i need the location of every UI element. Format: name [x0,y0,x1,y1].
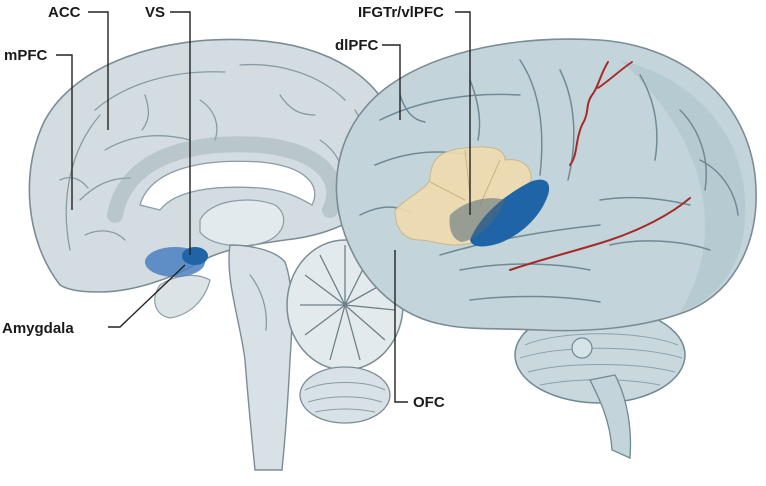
labels: ACC VS mPFC Amygdala IFGTr/vlPFC dlPFC O… [2,4,445,411]
amygdala-leader [108,264,186,328]
brainstem [228,244,293,471]
ofc-leader [394,250,408,403]
vs-leader [170,11,191,255]
label-dlpfc: dlPFC [335,37,378,54]
acc-leader [88,11,109,130]
lateral-brainstem [589,374,632,459]
label-ofc: OFC [413,394,445,411]
label-amygdala: Amygdala [2,320,74,337]
sylvian-fissure [439,224,601,256]
medial-brain-view [28,38,404,471]
vs-region [182,247,208,265]
label-ifgtr-vlpfc: IFGTr/vlPFC [358,4,444,21]
artery [569,61,609,166]
lateral-brain-view [335,38,757,459]
label-acc: ACC [48,4,81,21]
dlpfc-leader [382,44,401,120]
thalamus [199,199,285,247]
mpfc-leader [56,54,73,210]
label-vs: VS [145,4,165,21]
ifgtr-leader [455,11,471,215]
cingulate-gyrus [107,136,343,223]
leader-lines [56,11,471,403]
ifgtr-vlpfc-region [470,179,550,247]
label-mpfc: mPFC [4,47,48,64]
corpus-callosum [139,160,316,211]
